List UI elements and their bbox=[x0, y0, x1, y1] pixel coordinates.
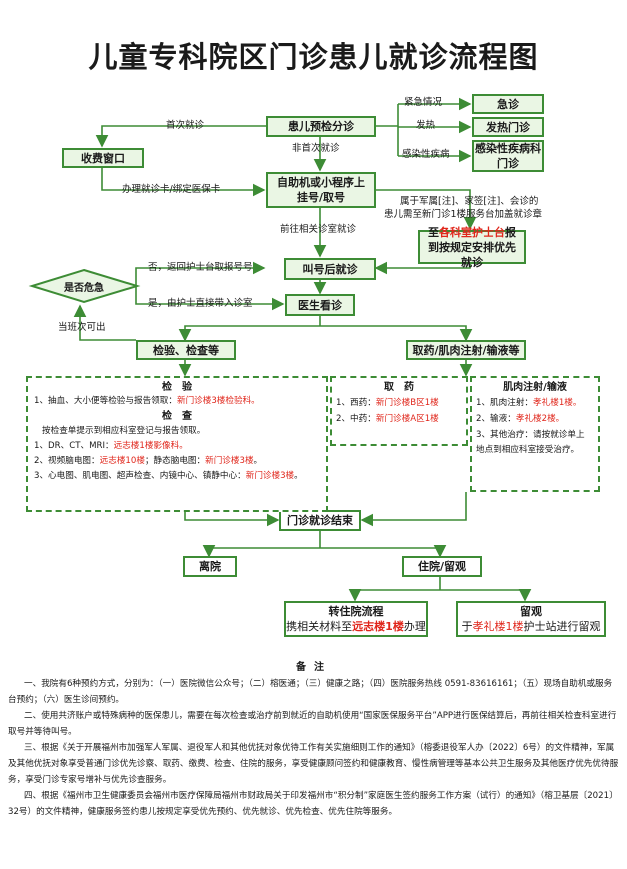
lab-line-text: 1、抽血、大小便等检验与报告领取： bbox=[34, 396, 177, 406]
iv-location: 孝礼楼2楼。 bbox=[515, 414, 565, 424]
page-title: 儿童专科院区门诊患儿就诊流程图 bbox=[88, 40, 539, 74]
other-treatment-line-2: 地点到相应科室接受治疗。 bbox=[476, 445, 580, 455]
transfer-box: 转住院流程 携相关材料至远志楼1楼办理 bbox=[284, 601, 428, 637]
lab-location: 新门诊楼3楼检验科。 bbox=[176, 396, 260, 406]
visit-end-box: 门诊就诊结束 bbox=[279, 510, 361, 531]
transfer-location: 远志楼1楼 bbox=[352, 620, 404, 633]
exam-line-2-location-2: 新门诊楼3楼 bbox=[205, 456, 254, 466]
exam-line-3-text: 3、心电图、肌电图、超声检查、内镜中心、镇静中心： bbox=[34, 471, 246, 481]
exam-line-1: 1、DR、CT、MRI：远志楼1楼影像科。 bbox=[34, 439, 188, 454]
observe-box: 留观 于孝礼楼1楼护士站进行留观 bbox=[456, 601, 606, 637]
label-priority-2: 患儿需至新门诊1楼服务台加盖就诊章 bbox=[384, 209, 543, 220]
transfer-text: 携相关材料至 bbox=[286, 620, 353, 633]
note-2: 二、使用共济账户或特殊病种的医保患儿，需要在每次检查或治疗前到就近的自助机使用“… bbox=[8, 711, 617, 737]
label-fever: 发热 bbox=[416, 120, 436, 131]
injection-line: 1、肌肉注射：孝礼楼1楼。 bbox=[476, 396, 581, 411]
nurse-station-box: 至各科室护士台报到按规定安排优先就诊 bbox=[418, 226, 526, 269]
exam-line-3: 3、心电图、肌电图、超声检查、内镜中心、镇静中心：新门诊楼3楼。 bbox=[34, 469, 303, 484]
note-3: 三、根据《关于开展福州市加强军人军属、退役军人和其他优抚对象优待工作有关实施细则… bbox=[8, 743, 619, 785]
admission-box: 住院/留观 bbox=[402, 556, 482, 577]
nurse-station-location: 各科室护士台 bbox=[439, 225, 505, 239]
see-doctor-box: 医生看诊 bbox=[285, 294, 355, 316]
exam-title: 检 查 bbox=[162, 411, 192, 422]
exam-line-1-location: 远志楼1楼影像科。 bbox=[113, 441, 188, 451]
meds-box: 取药/肌肉注射/输液等 bbox=[406, 340, 526, 360]
meds-title: 取 药 bbox=[384, 382, 414, 393]
injection-text: 1、肌肉注射： bbox=[476, 398, 534, 408]
chinese-med-location: 新门诊楼A区1楼 bbox=[375, 414, 439, 424]
emergency-box: 急诊 bbox=[472, 94, 544, 114]
nurse-station-text: 至 bbox=[428, 225, 439, 239]
label-priority: 属于军属[注]、家签[注]、会诊的 bbox=[400, 196, 539, 207]
lab-title: 检 验 bbox=[162, 382, 192, 393]
danger-label: 是否危急 bbox=[64, 283, 104, 294]
label-non-first-visit: 非首次就诊 bbox=[292, 143, 340, 154]
notes-section: 备注 一、我院有6种预约方式，分别为：（一）医院微信公众号；（二）榕医通；（三）… bbox=[8, 660, 620, 820]
triage-box: 患儿预检分诊 bbox=[266, 116, 376, 137]
exam-line-3-location: 新门诊楼3楼 bbox=[245, 471, 295, 481]
exam-line-2: 2、视频脑电图：远志楼10楼；静态脑电图：新门诊楼3楼。 bbox=[34, 454, 262, 469]
transfer-title: 转住院流程 bbox=[328, 605, 384, 618]
transfer-text-2: 办理 bbox=[403, 620, 426, 633]
fever-clinic-box: 发热门诊 bbox=[472, 117, 544, 137]
decision-diamond bbox=[28, 268, 141, 304]
injection-panel: 肌肉注射/输液 1、肌肉注射：孝礼楼1楼。 2、输液：孝礼楼2楼。 3、其他治疗… bbox=[470, 376, 600, 492]
self-service-box: 自助机或小程序上挂号/取号 bbox=[266, 172, 376, 208]
west-med-line: 1、西药：新门诊楼B区1楼 bbox=[336, 396, 439, 411]
exam-line-2-end: 。 bbox=[253, 456, 263, 466]
west-med-location: 新门诊楼B区1楼 bbox=[375, 398, 439, 408]
iv-line: 2、输液：孝礼楼2楼。 bbox=[476, 412, 564, 427]
exam-note: 按检查单提示到相应科室登记与报告领取。 bbox=[42, 426, 206, 436]
call-wait-box: 叫号后就诊 bbox=[284, 258, 376, 280]
west-med-text: 1、西药： bbox=[336, 398, 376, 408]
exam-line-2-text: 2、视频脑电图： bbox=[34, 456, 100, 466]
nurse-station-text-2: 报到按规定安排优先就诊 bbox=[428, 225, 516, 269]
note-1: 一、我院有6种预约方式，分别为：（一）医院微信公众号；（二）榕医通；（三）健康之… bbox=[8, 679, 613, 705]
label-yes-danger: 是，由护士直接带入诊室 bbox=[148, 298, 253, 309]
observe-text: 于 bbox=[461, 620, 473, 633]
tests-box: 检验、检查等 bbox=[136, 340, 236, 360]
label-urgent: 紧急情况 bbox=[404, 97, 443, 108]
notes-title: 备注 bbox=[296, 662, 332, 673]
chinese-med-text: 2、中药： bbox=[336, 414, 376, 424]
chinese-med-line: 2、中药：新门诊楼A区1楼 bbox=[336, 412, 439, 427]
other-treatment-line: 3、其他治疗：请按就诊单上 bbox=[476, 430, 585, 440]
label-go-wait: 前往相关诊室就诊 bbox=[280, 224, 357, 235]
injection-title: 肌肉注射/输液 bbox=[503, 382, 567, 393]
infectious-clinic-box: 感染性疾病科门诊 bbox=[472, 140, 544, 172]
injection-location: 孝礼楼1楼。 bbox=[533, 398, 582, 408]
observe-title: 留观 bbox=[520, 605, 542, 618]
observe-location: 孝礼楼1楼 bbox=[472, 620, 524, 633]
exam-line-3-end: 。 bbox=[294, 471, 303, 481]
label-no-danger: 否，返回护士台取报号号 bbox=[148, 262, 253, 273]
exam-line-2-text-2: ；静态脑电图： bbox=[144, 456, 206, 466]
observe-text-2: 护士站进行留观 bbox=[523, 620, 601, 633]
note-4: 四、根据《福州市卫生健康委员会福州市医疗保障局福州市财政局关于印发福州市“积分制… bbox=[8, 791, 618, 817]
lab-line: 1、抽血、大小便等检验与报告领取：新门诊楼3楼检验科。 bbox=[34, 394, 260, 409]
label-first-visit: 首次就诊 bbox=[166, 120, 205, 131]
label-infectious: 感染性疾病 bbox=[402, 149, 450, 160]
label-card: 办理就诊卡/绑定医保卡 bbox=[122, 184, 221, 195]
meds-panel: 取 药 1、西药：新门诊楼B区1楼 2、中药：新门诊楼A区1楼 bbox=[330, 376, 468, 446]
tests-panel: 检 验 1、抽血、大小便等检验与报告领取：新门诊楼3楼检验科。 检 查 按检查单… bbox=[26, 376, 328, 512]
iv-text: 2、输液： bbox=[476, 414, 516, 424]
cashier-box: 收费窗口 bbox=[62, 148, 144, 168]
discharge-box: 离院 bbox=[183, 556, 237, 577]
label-shift-ok: 当班次可出 bbox=[58, 322, 106, 333]
exam-line-1-text: 1、DR、CT、MRI： bbox=[34, 441, 114, 451]
exam-line-2-location: 远志楼10楼 bbox=[99, 456, 145, 466]
